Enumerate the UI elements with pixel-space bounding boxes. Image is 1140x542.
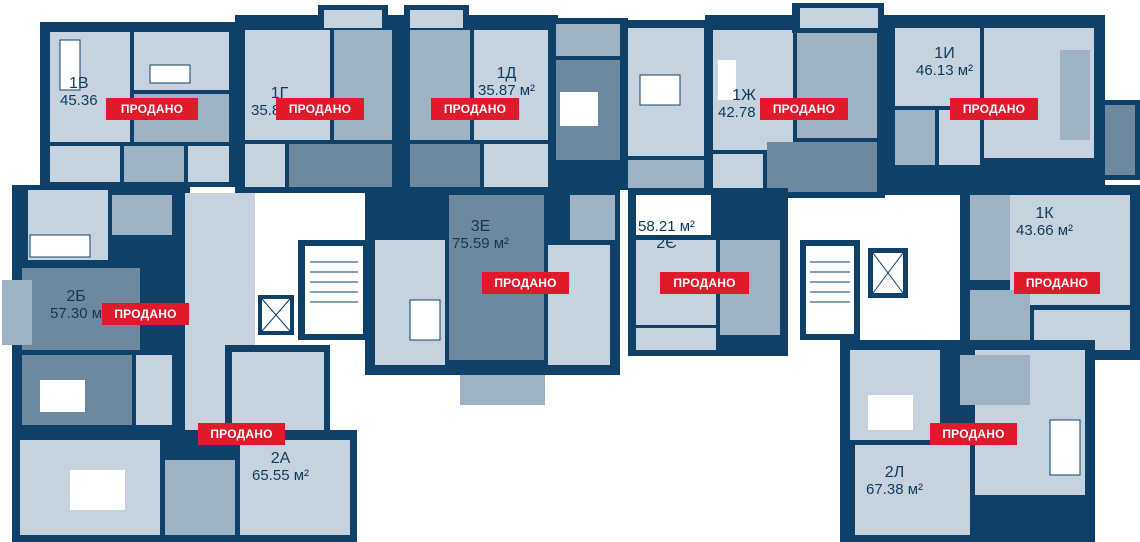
apartment-label-1k: 1К 43.66 м² <box>1016 205 1073 239</box>
apartment-area: 45.36 <box>60 92 98 109</box>
apartment-number: 1Д <box>496 65 517 82</box>
apartment-3e-upper-plan[interactable] <box>548 18 628 190</box>
apartment-label-2ye: 58.21 м² 2Є <box>638 218 695 252</box>
sold-badge-1k[interactable]: ПРОДАНО <box>1014 272 1100 294</box>
apartment-label-2a: 2А 65.55 м² <box>252 450 309 484</box>
apartment-2ye-upper-plan[interactable] <box>620 20 710 190</box>
apartment-number: 1В <box>68 75 89 92</box>
apartment-area: 58.21 м² <box>638 218 696 235</box>
apartment-area: 46.13 м² <box>916 62 974 79</box>
staircase-left <box>258 240 368 340</box>
sold-badge-1d[interactable]: ПРОДАНО <box>431 98 519 120</box>
apartment-number: 2Є <box>656 235 677 252</box>
apartment-number: 1Ж <box>732 87 756 104</box>
apartment-area: 67.38 м² <box>866 481 924 498</box>
apartment-label-2l: 2Л 67.38 м² <box>866 464 923 498</box>
apartment-area: 57.30 м <box>50 305 103 322</box>
sold-badge-1zh[interactable]: ПРОДАНО <box>760 98 848 120</box>
sold-badge-2a[interactable]: ПРОДАНО <box>198 423 285 445</box>
apartment-area: 75.59 м² <box>452 235 510 252</box>
sold-badge-3e[interactable]: ПРОДАНО <box>482 272 569 294</box>
apartment-area: 65.55 м² <box>252 467 310 484</box>
apartment-2b-plan[interactable] <box>2 185 190 430</box>
apartment-label-1d: 1Д 35.87 м² <box>478 65 535 99</box>
apartment-label-3e: 3Е 75.59 м² <box>452 218 509 252</box>
sold-badge-1g[interactable]: ПРОДАНО <box>276 98 364 120</box>
apartment-area: 42.78 м <box>718 104 771 121</box>
apartment-1k-plan[interactable] <box>960 185 1140 360</box>
apartment-number: 1К <box>1035 205 1054 222</box>
apartment-1i-plan[interactable] <box>885 15 1140 195</box>
sold-badge-2b[interactable]: ПРОДАНО <box>102 303 189 325</box>
apartment-number: 2А <box>270 450 291 467</box>
sold-badge-1i[interactable]: ПРОДАНО <box>950 98 1038 120</box>
apartment-number: 3Е <box>470 218 491 235</box>
apartment-number: 2Б <box>66 288 86 305</box>
sold-badge-2ye[interactable]: ПРОДАНО <box>660 272 749 294</box>
apartment-2a-plan[interactable] <box>12 345 357 542</box>
apartment-area: 35.87 м² <box>478 82 536 99</box>
apartment-number: 1Г <box>270 85 289 102</box>
sold-badge-2l[interactable]: ПРОДАНО <box>930 423 1017 445</box>
apartment-area: 43.66 м² <box>1016 222 1074 239</box>
apartment-label-2b: 2Б 57.30 м <box>50 288 102 322</box>
apartment-label-1zh: 1Ж 42.78 м <box>718 87 770 121</box>
apartment-number: 2Л <box>884 464 905 481</box>
staircase-right <box>800 240 908 340</box>
sold-badge-1v[interactable]: ПРОДАНО <box>106 98 198 120</box>
apartment-label-1v: 1В 45.36 <box>60 75 98 109</box>
apartment-2l-plan[interactable] <box>840 340 1095 542</box>
apartment-number: 1И <box>934 45 955 62</box>
apartment-label-1i: 1И 46.13 м² <box>916 45 973 79</box>
